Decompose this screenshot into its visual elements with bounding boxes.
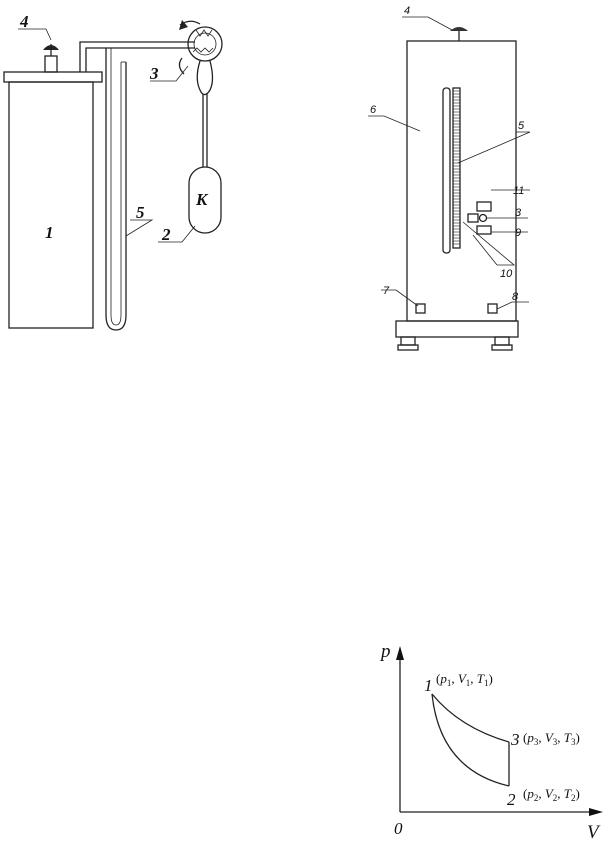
x-axis-arrow-icon <box>589 808 603 816</box>
point-label-1: 1 <box>424 676 433 695</box>
valve-top-icon <box>450 27 468 41</box>
control-11 <box>476 201 492 212</box>
point-2-state: (p2, V2, T2) <box>523 786 580 803</box>
label-manometer-r: 5 <box>518 120 525 132</box>
pv-diagram: p V 0 1 (p1, V1, T1) 3 (p3, V3, T3) 2 (p… <box>379 641 603 843</box>
label-11: 11 <box>513 185 524 197</box>
control-9 <box>476 225 492 235</box>
control-3 <box>467 213 479 223</box>
manometer-u-tube <box>105 48 127 331</box>
label-7: 7 <box>383 285 390 297</box>
vessel-lid <box>3 71 103 83</box>
point-label-2: 2 <box>507 790 516 809</box>
manometer-scale <box>452 87 461 249</box>
label-manometer: 5 <box>136 203 145 222</box>
foot-right <box>491 336 513 351</box>
axis-label-p: p <box>379 641 391 662</box>
label-bulb-letter: K <box>195 190 209 209</box>
left-apparatus: 4 3 5 2 1 K <box>3 12 223 331</box>
label-valve-r: 4 <box>404 5 410 17</box>
label-bulb: 2 <box>161 225 171 244</box>
control-8 <box>487 303 498 314</box>
y-axis-arrow-icon <box>396 646 404 660</box>
label-8: 8 <box>512 291 519 303</box>
point-label-3: 3 <box>510 730 520 749</box>
process-1-3 <box>431 693 510 743</box>
label-pump: 3 <box>149 64 159 83</box>
label-9: 9 <box>515 227 521 239</box>
control-7 <box>415 303 426 314</box>
foot-left <box>397 336 419 351</box>
scale-ticks <box>453 90 460 245</box>
label-vessel: 1 <box>45 223 54 242</box>
origin-label: 0 <box>394 819 403 838</box>
manometer-tube-left <box>442 87 451 254</box>
label-3: 3 <box>515 207 522 219</box>
pump-icon <box>178 20 223 96</box>
point-3-state: (p3, V3, T3) <box>523 730 580 747</box>
label-housing: 6 <box>370 104 377 116</box>
axis-label-v: V <box>587 822 601 843</box>
label-10: 10 <box>500 268 513 280</box>
label-valve: 4 <box>19 12 29 31</box>
connecting-tube <box>79 41 195 72</box>
valve-icon <box>43 44 59 73</box>
base-plate <box>395 320 519 338</box>
process-1-2 <box>431 693 510 787</box>
point-1-state: (p1, V1, T1) <box>436 671 493 688</box>
vessel <box>8 81 94 329</box>
bulb <box>188 166 222 234</box>
right-apparatus: 4 6 5 11 3 9 10 7 8 <box>368 5 531 351</box>
